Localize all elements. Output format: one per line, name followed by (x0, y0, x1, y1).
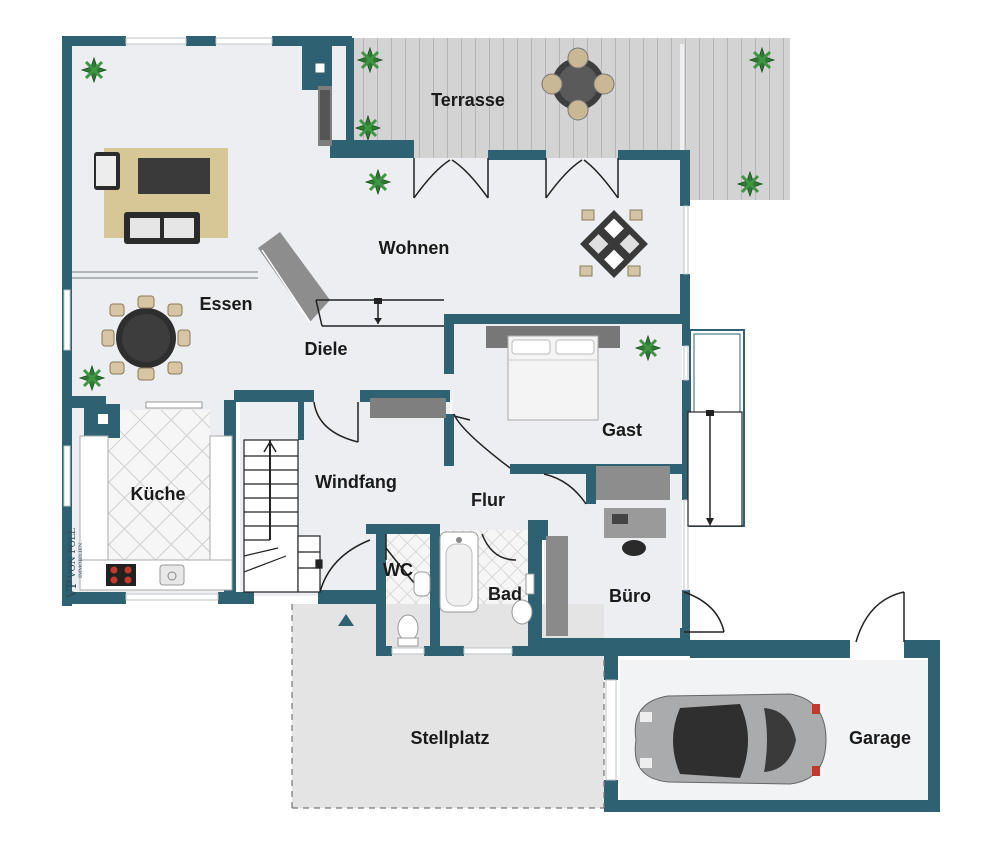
room-label-wohnen: Wohnen (379, 238, 450, 258)
room-label-buero: Büro (609, 586, 651, 606)
stairs-icon (243, 439, 323, 593)
room-label-gast: Gast (602, 420, 642, 440)
tv (320, 90, 330, 140)
round-table-icon (101, 295, 191, 381)
room-label-flur: Flur (471, 490, 505, 510)
logo-name: VON POLL (68, 528, 78, 579)
room-label-terrasse: Terrasse (431, 90, 505, 110)
carport-outline (291, 604, 605, 809)
interior-doors (313, 401, 905, 643)
room-label-windfang: Windfang (315, 472, 397, 492)
windows (63, 37, 689, 781)
room-label-stellplatz: Stellplatz (410, 728, 489, 748)
room-label-essen: Essen (199, 294, 252, 314)
stair-railing (258, 232, 444, 327)
shelves (98, 60, 670, 636)
kitchen-tile (108, 410, 210, 560)
room-label-kueche: Küche (130, 484, 185, 504)
room-label-wc: WC (383, 560, 413, 580)
living-cover (350, 38, 680, 158)
car-icon (634, 693, 827, 785)
room-label-bad: Bad (488, 584, 522, 604)
bathtub-icon (439, 531, 479, 613)
terrace-doors (413, 158, 619, 199)
kitchen-counters (79, 401, 233, 591)
room-label-diele: Diele (304, 339, 347, 359)
bed-icon (486, 326, 620, 421)
logo-monogram: VP (65, 580, 80, 599)
sink-icon (159, 564, 185, 586)
room-label-garage: Garage (849, 728, 911, 748)
logo-tagline: IMMOBILIEN (78, 542, 84, 578)
sofa-icon (94, 148, 228, 244)
stove-icon (106, 564, 136, 586)
toilet-icon (397, 571, 535, 647)
entrance-arrow-icon (338, 614, 354, 626)
dining-table-icon (541, 47, 615, 121)
guest-stair-rail (687, 410, 743, 527)
von-poll-logo: VP VON POLL IMMOBILIEN (65, 528, 84, 599)
desk-icon (604, 508, 666, 556)
plant-icon (78, 46, 776, 392)
